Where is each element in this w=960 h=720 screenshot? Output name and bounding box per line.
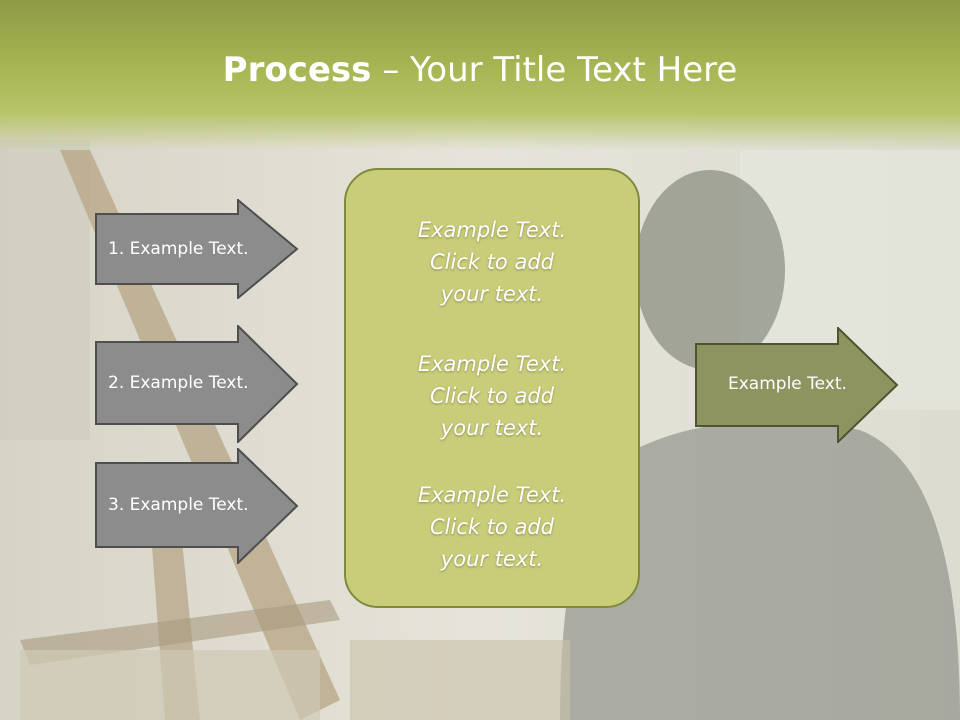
title-rest: Your Title Text Here — [410, 50, 738, 90]
left-arrow-label-3: 3. Example Text. — [108, 495, 249, 515]
title-band — [0, 0, 960, 150]
center-text-1[interactable]: Example Text. Click to add your text. — [417, 218, 567, 306]
title-bold: Process — [222, 50, 372, 90]
left-arrow-label-1: 1. Example Text. — [108, 239, 249, 259]
title-dash: – — [371, 50, 411, 90]
right-arrow-label: Example Text. — [728, 374, 847, 394]
center-text-2[interactable]: Example Text. Click to add your text. — [417, 352, 567, 440]
left-arrow-2[interactable]: 2. Example Text. — [95, 325, 300, 443]
left-arrow-1[interactable]: 1. Example Text. — [95, 199, 300, 299]
arrow-shape — [95, 448, 299, 564]
arrow-shape — [95, 325, 299, 443]
right-arrow[interactable]: Example Text. — [695, 327, 900, 443]
left-arrow-3[interactable]: 3. Example Text. — [95, 448, 300, 564]
left-arrow-label-2: 2. Example Text. — [108, 373, 249, 393]
slide-title[interactable]: Process – Your Title Text Here — [0, 50, 960, 90]
arrow-shape — [695, 327, 899, 443]
center-text-box[interactable]: Example Text. Click to add your text. Ex… — [344, 168, 640, 608]
center-text-3[interactable]: Example Text. Click to add your text. — [417, 483, 567, 571]
arrow-shape — [95, 199, 299, 299]
